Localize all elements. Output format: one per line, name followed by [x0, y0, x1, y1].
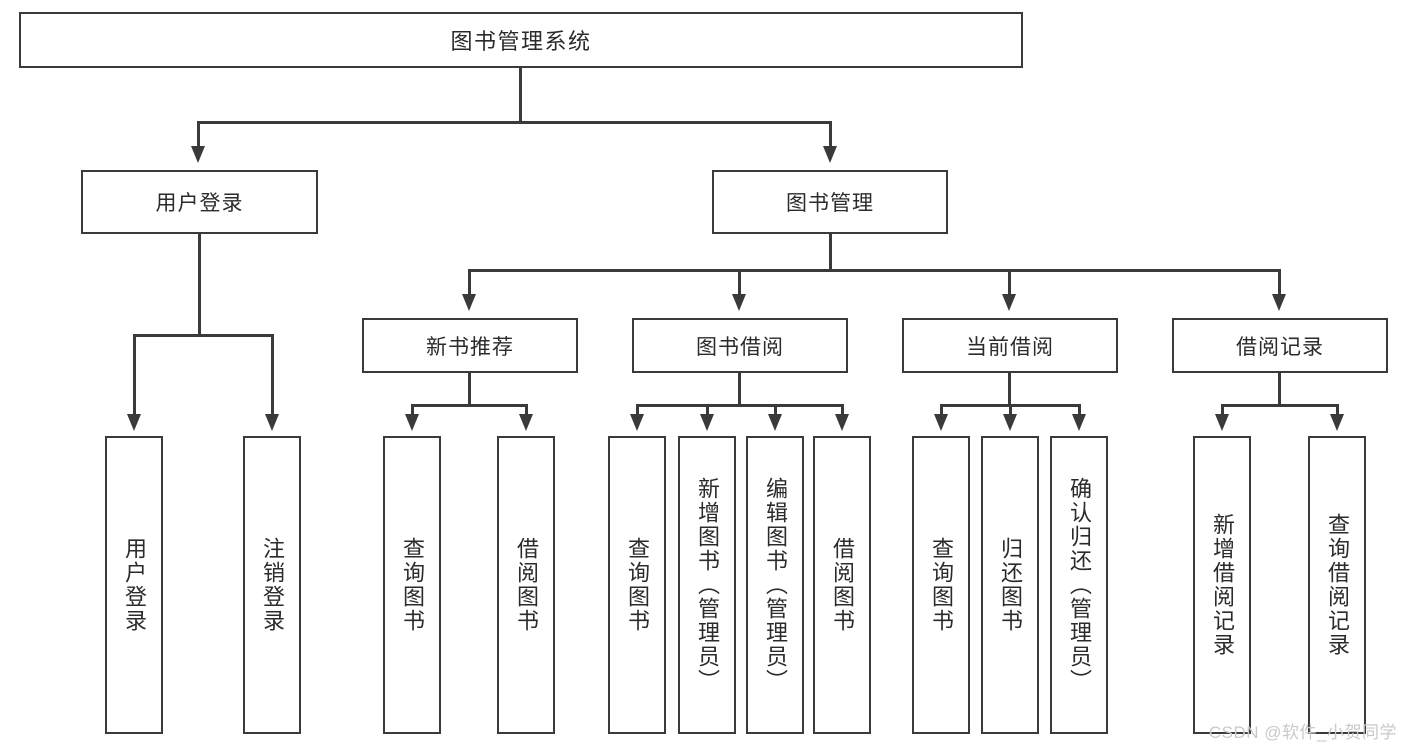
connector-user-login-stem [198, 234, 201, 335]
connector-bb-to-leaf-4 [841, 404, 844, 416]
arrowhead-nbr-leaf-2 [519, 414, 533, 431]
connector-new-book-recommend-stem [468, 373, 471, 406]
arrowhead-root-to-book-management [823, 146, 837, 163]
node-label: 新增图书（管理员） [694, 477, 720, 693]
connector-bm-to-borrow-record [1278, 269, 1281, 295]
leaf-user-login-sign-in[interactable]: 用户登录 [105, 436, 163, 734]
node-book-borrow[interactable]: 图书借阅 [632, 318, 848, 373]
arrowhead-user-login-leaf-2 [265, 414, 279, 431]
node-label: 新书推荐 [426, 335, 514, 359]
node-label: 图书管理 [786, 192, 874, 215]
connector-br-to-leaf-2 [1336, 404, 1339, 416]
node-label: 查询借阅记录 [1324, 513, 1350, 657]
arrowhead-cb-leaf-2 [1003, 414, 1017, 431]
arrowhead-bm-new-book-recommend [462, 294, 476, 311]
leaf-bb-borrow-book[interactable]: 借阅图书 [813, 436, 871, 734]
node-root-book-management-system[interactable]: 图书管理系统 [19, 12, 1023, 68]
arrowhead-bb-leaf-2 [700, 414, 714, 431]
arrowhead-bm-book-borrow [732, 294, 746, 311]
connector-borrow-record-stem [1278, 373, 1281, 406]
connector-book-management-split-bar [468, 269, 1280, 272]
connector-new-book-recommend-split-bar [411, 404, 527, 407]
connector-book-borrow-split-bar [636, 404, 843, 407]
node-label: 新增借阅记录 [1209, 513, 1235, 657]
arrowhead-bm-borrow-record [1272, 294, 1286, 311]
connector-user-login-to-leaf-1 [133, 334, 136, 415]
connector-bm-to-current-borrow [1008, 269, 1011, 295]
leaf-user-login-sign-out[interactable]: 注销登录 [243, 436, 301, 734]
connector-bm-to-new-book-recommend [468, 269, 471, 295]
node-label: 编辑图书（管理员） [762, 477, 788, 693]
leaf-bb-query-book[interactable]: 查询图书 [608, 436, 666, 734]
node-label: 用户登录 [121, 537, 147, 633]
connector-bb-to-leaf-2 [706, 404, 709, 416]
node-label: 当前借阅 [966, 335, 1054, 359]
leaf-cb-return-book[interactable]: 归还图书 [981, 436, 1039, 734]
node-current-borrow[interactable]: 当前借阅 [902, 318, 1118, 373]
connector-br-to-leaf-1 [1221, 404, 1224, 416]
node-new-book-recommend[interactable]: 新书推荐 [362, 318, 578, 373]
node-label: 借阅图书 [829, 537, 855, 633]
connector-root-to-book-management [829, 121, 832, 148]
leaf-nbr-query-book[interactable]: 查询图书 [383, 436, 441, 734]
arrowhead-bb-leaf-4 [835, 414, 849, 431]
leaf-cb-confirm-return-admin[interactable]: 确认归还（管理员） [1050, 436, 1108, 734]
node-label: 注销登录 [259, 537, 285, 633]
node-label: 图书借阅 [696, 335, 784, 359]
arrowhead-bm-current-borrow [1002, 294, 1016, 311]
connector-user-login-to-leaf-2 [271, 334, 274, 415]
connector-book-management-stem [829, 234, 832, 270]
connector-book-borrow-stem [738, 373, 741, 406]
node-label: 用户登录 [155, 192, 244, 215]
node-label: 查询图书 [624, 537, 650, 633]
connector-cb-to-leaf-2 [1009, 404, 1012, 416]
node-label: 图书管理系统 [450, 29, 592, 54]
node-book-management[interactable]: 图书管理 [712, 170, 948, 234]
node-label: 归还图书 [997, 537, 1023, 633]
connector-bm-to-book-borrow [738, 269, 741, 295]
arrowhead-bb-leaf-3 [768, 414, 782, 431]
node-label: 借阅图书 [513, 537, 539, 633]
leaf-bb-add-book-admin[interactable]: 新增图书（管理员） [678, 436, 736, 734]
connector-current-borrow-stem [1008, 373, 1011, 406]
connector-root-to-user-login [197, 121, 200, 148]
leaf-br-add-record[interactable]: 新增借阅记录 [1193, 436, 1251, 734]
connector-bb-to-leaf-3 [774, 404, 777, 416]
arrowhead-bb-leaf-1 [630, 414, 644, 431]
arrowhead-br-leaf-1 [1215, 414, 1229, 431]
node-label: 查询图书 [928, 537, 954, 633]
connector-user-login-split-bar [133, 334, 273, 337]
node-label: 查询图书 [399, 537, 425, 633]
arrowhead-root-to-user-login [191, 146, 205, 163]
connector-root-stem [519, 68, 522, 122]
arrowhead-cb-leaf-3 [1072, 414, 1086, 431]
arrowhead-cb-leaf-1 [934, 414, 948, 431]
connector-root-split-bar [197, 121, 831, 124]
leaf-bb-edit-book-admin[interactable]: 编辑图书（管理员） [746, 436, 804, 734]
connector-nbr-to-leaf-2 [525, 404, 528, 416]
arrowhead-br-leaf-2 [1330, 414, 1344, 431]
arrowhead-user-login-leaf-1 [127, 414, 141, 431]
leaf-cb-query-book[interactable]: 查询图书 [912, 436, 970, 734]
node-user-login[interactable]: 用户登录 [81, 170, 318, 234]
csdn-watermark: CSDN @软件_小贺同学 [1208, 723, 1397, 742]
leaf-br-query-record[interactable]: 查询借阅记录 [1308, 436, 1366, 734]
connector-cb-to-leaf-1 [940, 404, 943, 416]
node-borrow-record[interactable]: 借阅记录 [1172, 318, 1388, 373]
leaf-nbr-borrow-book[interactable]: 借阅图书 [497, 436, 555, 734]
node-label: 借阅记录 [1236, 335, 1324, 359]
node-label: 确认归还（管理员） [1066, 477, 1092, 693]
connector-nbr-to-leaf-1 [411, 404, 414, 416]
connector-bb-to-leaf-1 [636, 404, 639, 416]
connector-borrow-record-split-bar [1221, 404, 1338, 407]
connector-cb-to-leaf-3 [1078, 404, 1081, 416]
arrowhead-nbr-leaf-1 [405, 414, 419, 431]
